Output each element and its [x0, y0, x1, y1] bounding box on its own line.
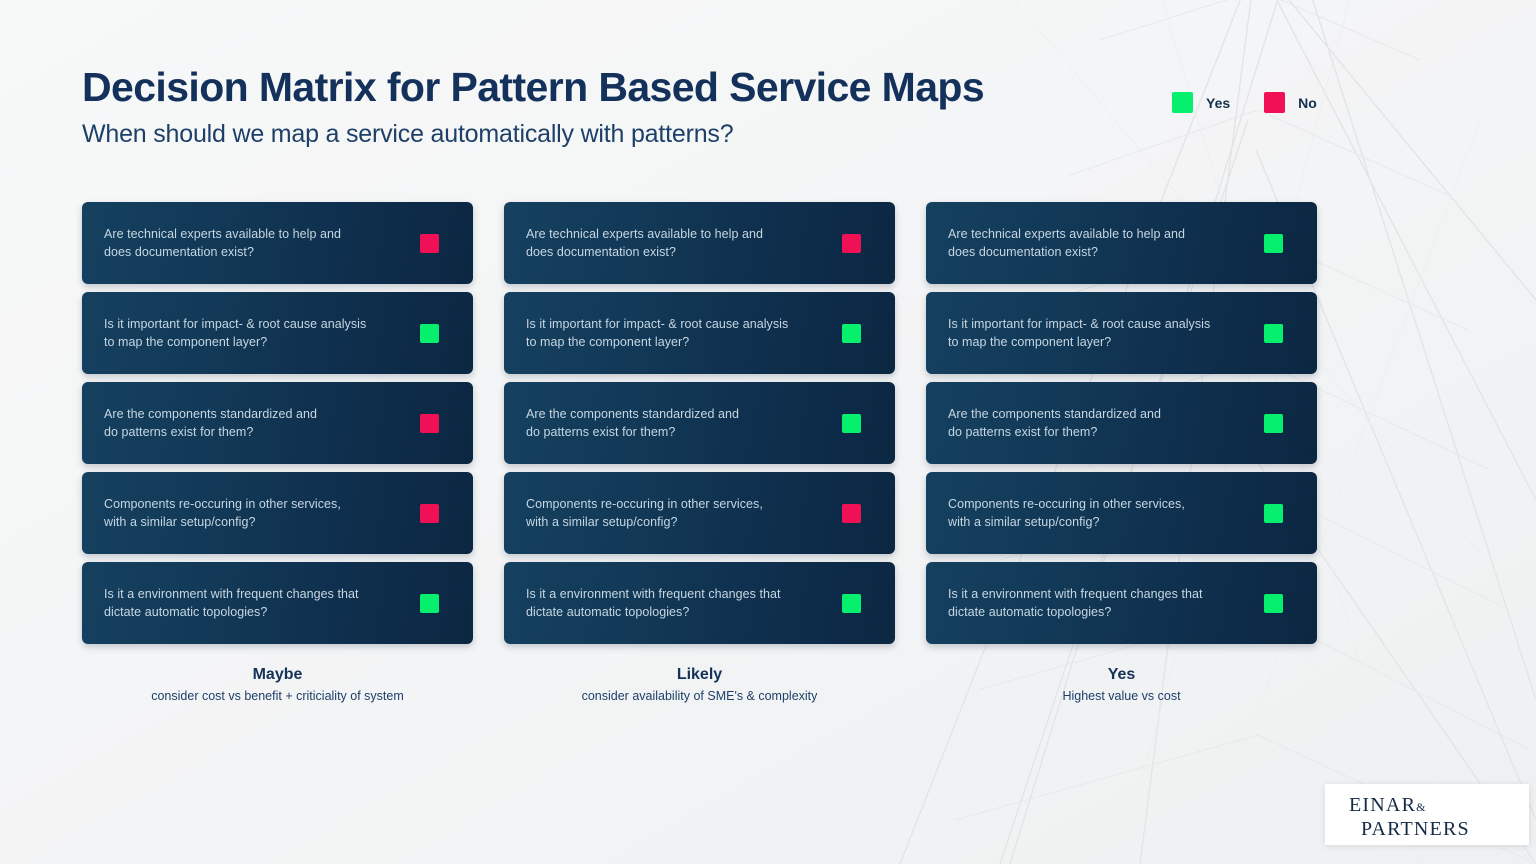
- page-subtitle: When should we map a service automatical…: [82, 120, 734, 148]
- legend-swatch-yes-icon: [1172, 92, 1193, 113]
- question-text: Components re-occuring in other services…: [526, 496, 763, 529]
- question-text: Is it a environment with frequent change…: [104, 586, 359, 619]
- legend-item-yes: Yes: [1172, 92, 1230, 113]
- logo-line-partners: PARTNERS: [1361, 818, 1470, 841]
- answer-indicator-no-icon: [842, 233, 861, 253]
- page-title: Decision Matrix for Pattern Based Servic…: [82, 64, 985, 110]
- legend-label-yes: Yes: [1206, 94, 1231, 111]
- question-card[interactable]: Are technical experts available to help …: [504, 202, 895, 284]
- logo-ampersand: &: [1416, 800, 1426, 814]
- question-text: Components re-occuring in other services…: [948, 496, 1185, 529]
- answer-indicator-no-icon: [420, 413, 439, 433]
- matrix-column-likely: Are technical experts available to help …: [504, 202, 895, 703]
- legend-item-no: No: [1264, 92, 1317, 113]
- card-stack: Are technical experts available to help …: [82, 202, 473, 644]
- answer-indicator-yes-icon: [420, 323, 439, 343]
- legend-swatch-no-icon: [1264, 92, 1286, 113]
- legend-label-no: No: [1298, 94, 1317, 111]
- question-text: Is it a environment with frequent change…: [948, 586, 1203, 619]
- question-card[interactable]: Is it important for impact- & root cause…: [82, 292, 473, 374]
- answer-indicator-no-icon: [842, 503, 861, 523]
- question-card[interactable]: Components re-occuring in other services…: [504, 472, 895, 554]
- card-stack: Are technical experts available to help …: [504, 202, 895, 644]
- column-verdict: Likely: [676, 666, 723, 683]
- question-card[interactable]: Are the components standardized and do p…: [504, 382, 895, 464]
- question-card[interactable]: Are the components standardized and do p…: [82, 382, 473, 464]
- logo-text-einar: EINAR: [1349, 794, 1417, 816]
- question-text: Are technical experts available to help …: [104, 226, 342, 259]
- question-card[interactable]: Components re-occuring in other services…: [82, 472, 473, 554]
- question-card[interactable]: Is it a environment with frequent change…: [504, 562, 895, 644]
- header: Decision Matrix for Pattern Based Servic…: [82, 64, 985, 149]
- matrix-column-yes: Are technical experts available to help …: [926, 202, 1317, 703]
- answer-indicator-yes-icon: [1264, 593, 1283, 613]
- question-text: Are technical experts available to help …: [948, 226, 1186, 259]
- answer-indicator-yes-icon: [1264, 323, 1283, 343]
- question-text: Components re-occuring in other services…: [104, 496, 341, 529]
- question-card[interactable]: Components re-occuring in other services…: [926, 472, 1317, 554]
- column-note: consider availability of SME's & complex…: [581, 689, 818, 703]
- question-text: Is it important for impact- & root cause…: [948, 316, 1211, 349]
- card-stack: Are technical experts available to help …: [926, 202, 1317, 644]
- logo-line-einar: EINAR&: [1349, 793, 1529, 817]
- decision-matrix: Are technical experts available to help …: [82, 202, 1322, 703]
- question-card[interactable]: Are the components standardized and do p…: [926, 382, 1317, 464]
- answer-indicator-yes-icon: [842, 323, 861, 343]
- column-footer: Maybe consider cost vs benefit + critici…: [82, 666, 473, 703]
- question-text: Is it important for impact- & root cause…: [104, 316, 367, 349]
- answer-indicator-no-icon: [420, 503, 439, 523]
- question-text: Is it important for impact- & root cause…: [526, 316, 789, 349]
- column-footer: Yes Highest value vs cost: [926, 666, 1317, 703]
- question-text: Are the components standardized and do p…: [526, 406, 739, 439]
- answer-indicator-no-icon: [420, 233, 439, 253]
- question-card[interactable]: Is it a environment with frequent change…: [82, 562, 473, 644]
- question-card[interactable]: Are technical experts available to help …: [82, 202, 473, 284]
- column-note: Highest value vs cost: [1062, 689, 1181, 703]
- question-text: Are the components standardized and do p…: [104, 406, 317, 439]
- legend: Yes No: [1172, 92, 1317, 113]
- question-text: Are the components standardized and do p…: [948, 406, 1161, 439]
- answer-indicator-yes-icon: [842, 413, 861, 433]
- answer-indicator-yes-icon: [1264, 503, 1283, 523]
- column-footer: Likely consider availability of SME's & …: [504, 666, 895, 703]
- column-note: consider cost vs benefit + criticiality …: [151, 689, 404, 703]
- answer-indicator-yes-icon: [842, 593, 861, 613]
- matrix-column-maybe: Are technical experts available to help …: [82, 202, 473, 703]
- question-card[interactable]: Is it important for impact- & root cause…: [504, 292, 895, 374]
- answer-indicator-yes-icon: [1264, 413, 1283, 433]
- answer-indicator-yes-icon: [1264, 233, 1283, 253]
- column-verdict: Maybe: [252, 666, 303, 683]
- question-card[interactable]: Is it important for impact- & root cause…: [926, 292, 1317, 374]
- company-logo: EINAR& PARTNERS: [1325, 784, 1529, 845]
- question-text: Are technical experts available to help …: [526, 226, 764, 259]
- question-text: Is it a environment with frequent change…: [526, 586, 781, 619]
- answer-indicator-yes-icon: [420, 593, 439, 613]
- question-card[interactable]: Is it a environment with frequent change…: [926, 562, 1317, 644]
- question-card[interactable]: Are technical experts available to help …: [926, 202, 1317, 284]
- column-verdict: Yes: [1107, 666, 1136, 683]
